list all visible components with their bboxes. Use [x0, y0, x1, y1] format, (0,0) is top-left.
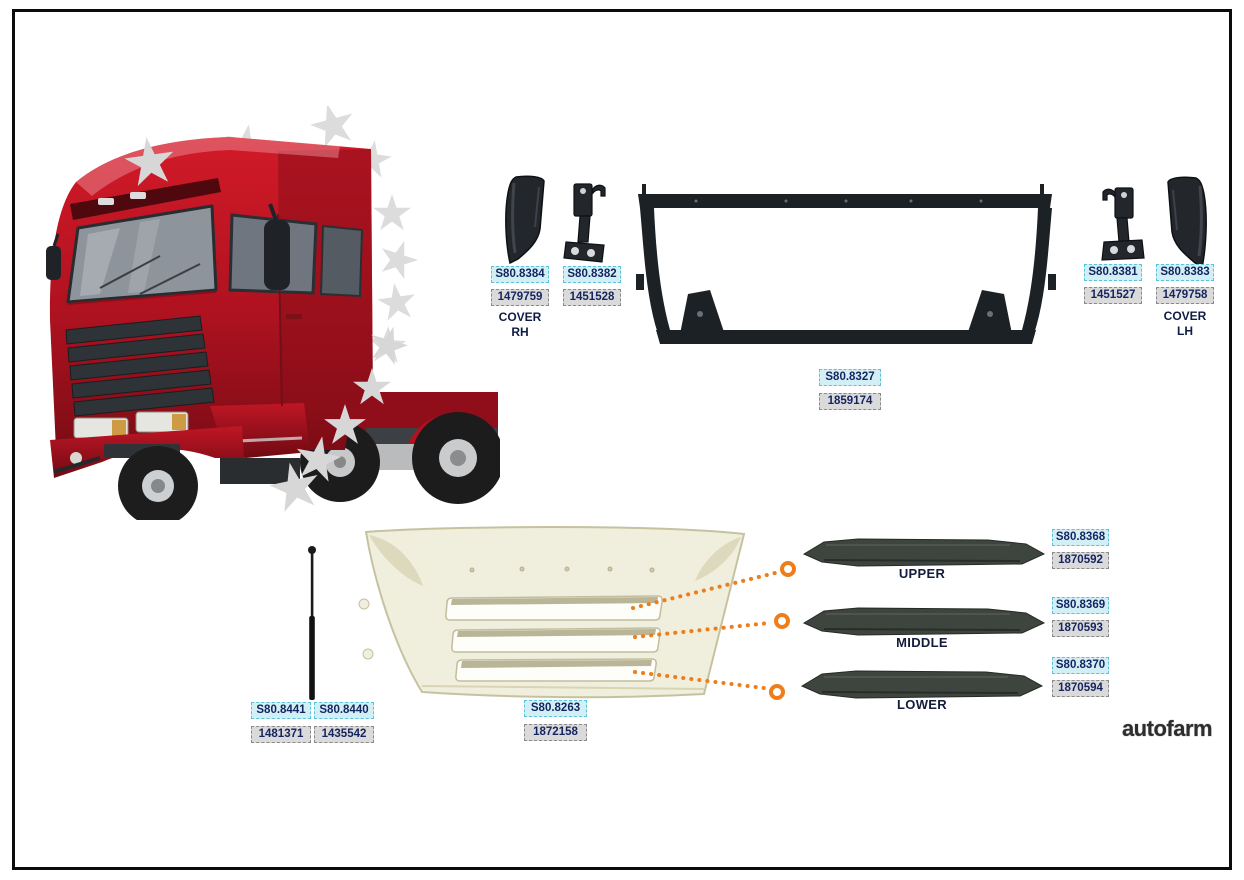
- part-caption: COVER RH: [498, 310, 542, 339]
- part-code-label: S80.8263: [524, 700, 587, 717]
- side-window: [319, 224, 364, 298]
- mirror: [264, 220, 290, 290]
- cover-lh-drawing: [1167, 176, 1207, 270]
- truck-cab: [46, 137, 374, 478]
- cover-rh-drawing: [505, 175, 545, 265]
- grille-frame-drawing: [636, 184, 1056, 344]
- part-code-label: S80.8384: [491, 266, 549, 283]
- part-number-label: 1481371: [251, 726, 311, 743]
- strip-lower-drawing: [800, 670, 1044, 699]
- part-number-label: 1870594: [1052, 680, 1109, 697]
- grille-slats: [65, 315, 215, 417]
- part-number-label: 1435542: [314, 726, 374, 743]
- part-code-label: S80.8381: [1084, 264, 1142, 281]
- brand-logo: autofarm: [1121, 716, 1213, 741]
- truck-image: [46, 106, 500, 520]
- door-handle: [286, 314, 302, 319]
- part-number-label: 1870593: [1052, 620, 1109, 637]
- strip-upper-drawing: [802, 538, 1046, 567]
- part-code-label: S80.8383: [1156, 264, 1214, 281]
- part-code-label: S80.8441: [251, 702, 311, 719]
- front-wheel: [118, 446, 198, 520]
- part-code-label: S80.8368: [1052, 529, 1109, 546]
- strip-caption: UPPER: [898, 566, 946, 581]
- headlights: [73, 411, 189, 439]
- grille-slots: [445, 595, 663, 682]
- truck-chassis: [220, 392, 500, 504]
- bracket-rh-drawing: [563, 183, 606, 263]
- gas-spring-drawing: [308, 546, 316, 700]
- part-number-label: 1479759: [491, 289, 549, 306]
- part-number-label: 1859174: [819, 393, 881, 410]
- part-number-label: 1872158: [524, 724, 587, 741]
- bracket-lh-drawing: [1101, 187, 1145, 261]
- strip-caption: LOWER: [897, 697, 947, 712]
- part-caption: COVER LH: [1163, 309, 1207, 338]
- part-number-label: 1479758: [1156, 287, 1214, 304]
- sun-visor: [70, 178, 221, 220]
- grille-panel-drawing: [358, 526, 746, 699]
- strip-caption: MIDDLE: [896, 635, 948, 650]
- part-number-label: 1870592: [1052, 552, 1109, 569]
- part-number-label: 1451527: [1084, 287, 1142, 304]
- part-code-label: S80.8382: [563, 266, 621, 283]
- part-code-label: S80.8370: [1052, 657, 1109, 674]
- part-code-label: S80.8369: [1052, 597, 1109, 614]
- mirror-small: [46, 246, 61, 280]
- strip-middle-drawing: [802, 607, 1046, 636]
- rear-wheel: [412, 412, 500, 504]
- callout-lines: [631, 561, 796, 700]
- part-number-label: 1451528: [563, 289, 621, 306]
- part-code-label: S80.8327: [819, 369, 881, 386]
- part-code-label: S80.8440: [314, 702, 374, 719]
- windshield: [66, 204, 218, 304]
